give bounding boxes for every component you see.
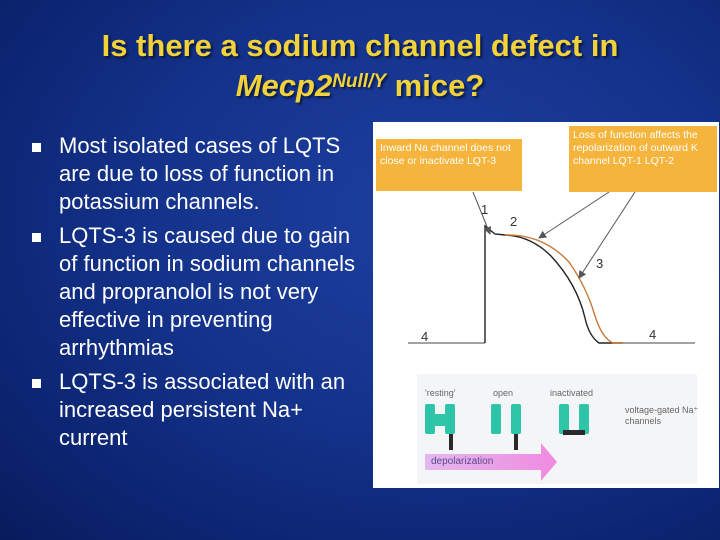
phase-label-1: 1 [481,202,489,217]
channel-resting-left [425,404,435,434]
bullet-text: LQTS-3 is caused due to gain of function… [59,223,355,360]
depolarization-label: depolarization [431,456,494,467]
channel-open-plug [514,434,518,450]
phase-label-3: 3 [596,256,604,271]
title-rest: mice? [386,68,485,103]
title-genotype: Null/Y [332,71,387,92]
channel-inactivated-right [579,404,589,434]
bullet-text: Most isolated cases of LQTS are due to l… [59,133,341,214]
normal-action-potential [484,224,623,344]
bullet-marker [32,379,41,388]
channel-resting-plug [449,434,453,450]
note-inward-sodium: Inward Na channel does not close or inac… [376,139,522,191]
channel-inactivated-plug [563,430,585,435]
bullet-item: LQTS-3 is associated with an increased p… [28,368,368,452]
bullet-item: LQTS-3 is caused due to gain of function… [28,222,368,362]
phase-label-2: 2 [510,214,518,229]
title-line-1: Is there a sodium channel defect in [101,28,619,63]
slide-title: Is there a sodium channel defect in Mecp… [0,26,720,106]
figure-drawing [408,191,697,484]
arrow-inward [472,191,492,235]
action-potential-figure: Inward Na channel does not close or inac… [373,122,719,488]
bullet-marker [32,143,41,152]
bullet-marker [32,233,41,242]
bullet-list: Most isolated cases of LQTS are due to l… [28,132,368,458]
channel-inactivated-left [559,404,569,434]
state-inactivated-label: inactivated [550,388,594,398]
channel-open-right [511,404,521,434]
state-resting-label: 'resting' [425,388,456,398]
channel-resting-right [445,404,455,434]
title-gene: Mecp2 [235,68,333,103]
arrow-repolarization-2 [578,191,636,279]
depolarization-arrow [425,443,557,481]
phase-label-4-left: 4 [421,329,429,344]
phase-label-4-right: 4 [649,327,657,342]
channel-open-left [491,404,501,434]
note-loss-of-function: Loss of function affects the repolarizat… [569,126,717,192]
bullet-text: LQTS-3 is associated with an increased p… [59,369,346,450]
channel-resting-gate [435,414,445,426]
title-line-2: Mecp2Null/Y mice? [0,66,720,106]
bullet-item: Most isolated cases of LQTS are due to l… [28,132,368,216]
channel-caption: voltage-gated Na⁺ channels [625,405,699,426]
arrow-repolarization-1 [538,191,610,239]
state-open-label: open [493,388,514,398]
prolonged-action-potential [504,234,623,344]
